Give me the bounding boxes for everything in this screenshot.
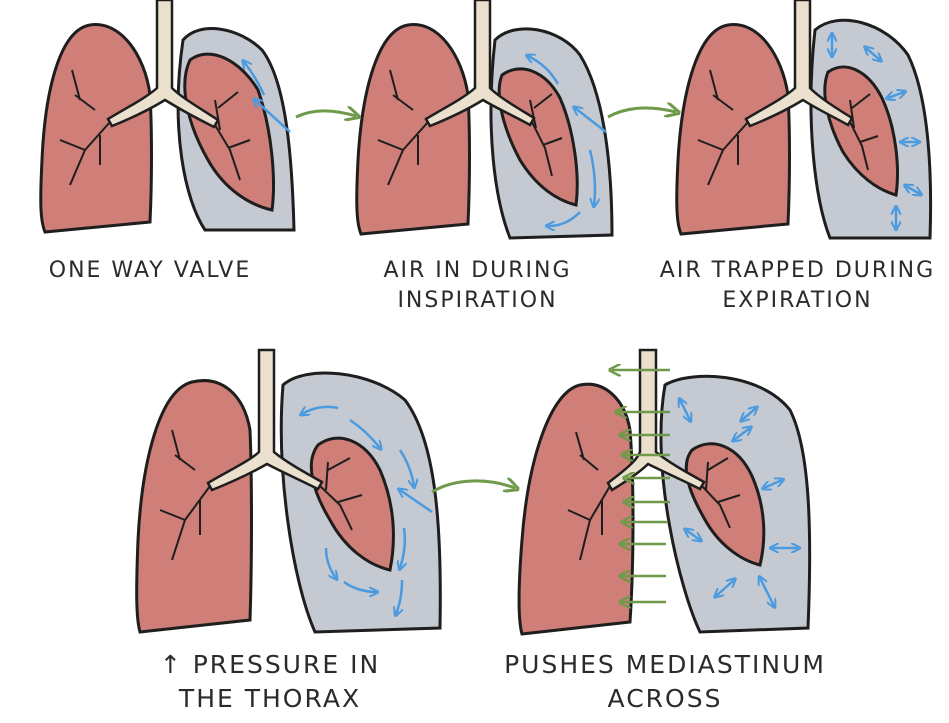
right-lung-collapsed — [309, 436, 395, 572]
trachea — [606, 348, 706, 492]
caption-line: AIR IN DURING — [383, 258, 572, 283]
bronchi — [697, 69, 879, 186]
caption-line: ACROSS — [607, 684, 723, 713]
air-flow-arrows — [244, 62, 291, 133]
caption-air-trapped-during-expiration: AIR TRAPPED DURING EXPIRATION — [655, 256, 940, 316]
caption-line: INSPIRATION — [397, 288, 558, 313]
right-lung-collapsed — [823, 65, 899, 197]
air-flow-arrows — [528, 56, 607, 226]
pressure-arrows — [832, 35, 920, 228]
caption-air-in-during-inspiration: AIR IN DURING INSPIRATION — [355, 256, 600, 316]
trachea — [424, 0, 536, 128]
trachea — [206, 348, 324, 492]
caption-line: ↑ PRESSURE IN — [159, 650, 381, 679]
caption-line: THE THORAX — [178, 684, 362, 713]
air-flow-arrows — [302, 405, 433, 614]
left-lung-compressed — [517, 382, 635, 636]
mediastinal-shift-arrows — [612, 370, 670, 602]
left-lung — [39, 23, 153, 234]
bronchi — [567, 431, 741, 561]
caption-one-way-valve: ONE WAY VALVE — [30, 256, 270, 286]
stage-5-pushes-mediastinum — [517, 348, 812, 636]
right-lung-collapsed — [684, 442, 766, 567]
caption-line: PUSHES MEDIASTINUM — [504, 650, 826, 679]
right-lung-collapsed — [497, 67, 579, 207]
stage-3-air-trapped-expiration — [675, 0, 933, 240]
stage-2-air-in-inspiration — [355, 0, 614, 240]
caption-line: EXPIRATION — [722, 288, 873, 313]
trachea — [744, 0, 854, 128]
caption-line: ONE WAY VALVE — [48, 258, 252, 283]
left-lung — [355, 23, 471, 236]
pressure-arrows — [680, 400, 798, 606]
caption-line: AIR TRAPPED DURING — [659, 258, 936, 283]
stage-4-pressure-in-thorax — [135, 348, 442, 634]
progress-arrow-1 — [295, 111, 356, 117]
stage-1-one-way-valve — [39, 0, 296, 234]
bronchi — [59, 69, 251, 186]
bronchi — [377, 69, 563, 186]
progress-arrow-3 — [431, 481, 515, 494]
progress-arrow-2 — [607, 108, 676, 119]
left-lung — [675, 23, 791, 236]
trachea — [106, 0, 220, 129]
right-lung-collapsed — [183, 52, 275, 212]
bronchi — [159, 429, 363, 561]
caption-pressure-in-thorax: ↑ PRESSURE IN THE THORAX — [120, 648, 420, 716]
caption-pushes-mediastinum-across: PUSHES MEDIASTINUM ACROSS — [480, 648, 850, 716]
